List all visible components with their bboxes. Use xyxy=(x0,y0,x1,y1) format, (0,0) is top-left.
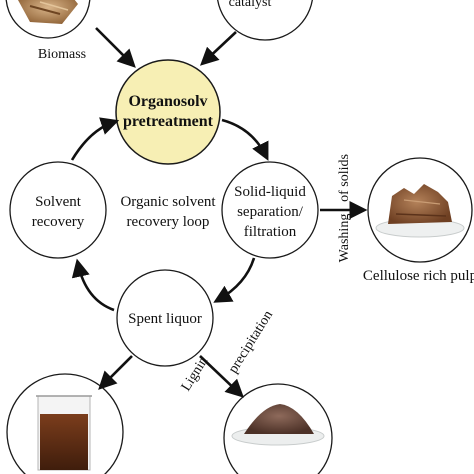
arrow-spent-liquor-to-solvent xyxy=(71,258,115,312)
wood-chips-icon xyxy=(18,0,78,24)
arrow-spent-liquor-to-liquor xyxy=(98,355,133,390)
arrow-biomass-to-pretreatment xyxy=(95,27,136,68)
pretreatment-label-1: Organosolv xyxy=(128,93,207,110)
spent-liquor-label: Spent liquor xyxy=(128,311,202,327)
lignin-node xyxy=(223,383,333,474)
arrow-spent-liquor-to-lignin xyxy=(199,355,244,398)
liquor-node xyxy=(6,373,124,474)
loop-label-2: recovery loop xyxy=(127,214,210,230)
solvent-recovery-node xyxy=(9,161,107,259)
arrow-solvent-to-pretreatment xyxy=(70,117,120,161)
catalyst-label: catalyst xyxy=(229,0,272,10)
lignin-label-2: precipitation xyxy=(226,308,276,376)
spent-liquor-node xyxy=(116,269,214,367)
lignin-powder-icon xyxy=(231,404,325,446)
washing-label-1: Washing xyxy=(337,214,352,263)
biomass-label: Biomass xyxy=(38,47,86,62)
pretreatment-label-2: pretreatment xyxy=(123,113,214,130)
arrow-separation-to-spent-liquor xyxy=(213,257,256,303)
liquor-beaker-icon xyxy=(36,395,92,471)
separation-label-3: filtration xyxy=(244,224,297,240)
loop-label-1: Organic solvent xyxy=(120,194,216,210)
pulp-label: Cellulose rich pulp xyxy=(363,268,474,284)
solvent-label-2: recovery xyxy=(32,214,85,230)
solvent-label-1: Solvent xyxy=(35,194,82,210)
arrows xyxy=(70,27,368,398)
pretreatment-node xyxy=(115,59,221,165)
pulp-node xyxy=(367,157,473,263)
separation-node xyxy=(221,161,319,259)
cellulose-pulp-icon xyxy=(375,184,465,238)
washing-label-2: of solids xyxy=(337,154,352,202)
arrow-pretreatment-to-separation xyxy=(221,118,269,161)
separation-label-2: separation/ xyxy=(237,204,304,220)
separation-label-1: Solid-liquid xyxy=(234,184,306,200)
biomass-node xyxy=(5,0,91,39)
catalyst-node xyxy=(217,0,313,41)
arrow-catalyst-to-pretreatment xyxy=(200,31,237,66)
